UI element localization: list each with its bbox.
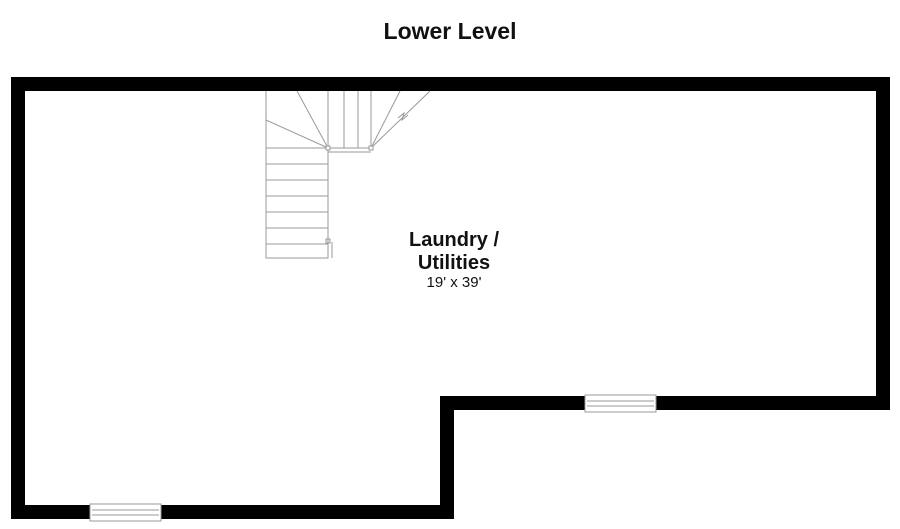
room-name-line2: Utilities — [417, 252, 491, 274]
room-name-line1: Laundry / — [408, 229, 499, 251]
window-icon — [584, 394, 657, 413]
window-icon — [89, 503, 162, 522]
floor-title: Lower Level — [383, 18, 517, 44]
room-name: Laundry / Utilities — [354, 229, 554, 275]
room-dimensions: 19' x 39' — [426, 274, 482, 291]
staircase-icon — [265, 90, 431, 259]
exterior-wall — [11, 77, 890, 519]
